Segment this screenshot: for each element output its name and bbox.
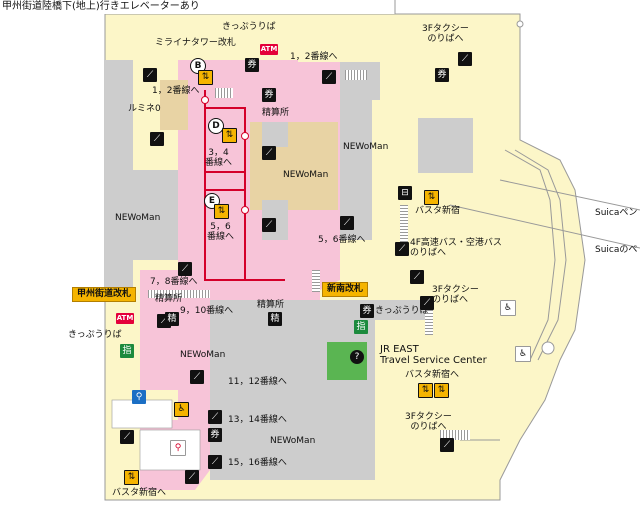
kippu-right-label: きっぷうりば [375, 306, 429, 316]
info-icon: ? [350, 350, 364, 364]
route-dot-3 [241, 206, 249, 214]
newoman-center-label: NEWoMan [283, 170, 329, 180]
plat910-label: 9，10番線へ [180, 306, 234, 316]
travel-center-en: Travel Service Center [380, 355, 487, 366]
stairs-koshu [148, 290, 210, 298]
ticket-machine-icon-taxi: 券 [435, 68, 449, 82]
escalator-icon-5: ⟋ [262, 218, 276, 232]
block-top-right [418, 118, 473, 173]
busta-mid-label: バスタ新宿 [415, 206, 461, 216]
plat56-right-label: 5，6番線へ [318, 235, 366, 245]
plat1112-label: 11，12番線へ [228, 377, 287, 387]
taxi-bottom-label: 3Fタクシー のりばへ [405, 412, 452, 432]
accessible-icon: ♿ [174, 402, 189, 417]
escalator-icon-7: ⟋ [178, 262, 192, 276]
seisan-left-label: 精算所 [155, 294, 183, 304]
seisan-top-label: 精算所 [262, 108, 290, 118]
kippu-top-label: きっぷうりば [222, 22, 276, 32]
taxi-mid-label: 3Fタクシー のりばへ [432, 285, 479, 305]
elevator-icon-d: ⇅ [222, 128, 237, 143]
busta-bottom-label: バスタ新宿へ [112, 488, 167, 498]
top-note: 甲州街道陸橋下(地上)行きエレベーターあり [2, 1, 200, 12]
atm-icon-left: ATM [116, 313, 134, 324]
elevator-icon-busta-mid: ⇅ [424, 190, 439, 205]
newoman-left-label: NEWoMan [115, 213, 161, 223]
escalator-icon-14: ⟋ [458, 52, 472, 66]
escalator-icon-2: ⟋ [322, 70, 336, 84]
ticket-machine-icon-right: 券 [360, 304, 374, 318]
elevator-icon-top: ⇅ [198, 70, 213, 85]
stairs-shinminami [312, 270, 320, 292]
stairs-mid-right [400, 205, 408, 245]
plat1314-label: 13，14番線へ [228, 415, 287, 425]
suica-bench-label: Suicaペン [595, 208, 638, 218]
seisan-icon-left: 精 [165, 312, 179, 326]
plat1516-label: 15，16番線へ [228, 458, 287, 468]
escalator-icon-4: ⟋ [262, 146, 276, 160]
stairs-right [440, 430, 470, 440]
plat12-left-label: 1，2番線へ [152, 86, 200, 96]
elevator-icon-e: ⇅ [214, 204, 229, 219]
bus-icon: ⊟ [398, 186, 412, 200]
ticket-machine-icon-top: 券 [245, 58, 259, 72]
marker-d: D [208, 118, 224, 134]
route-dot-2 [241, 132, 249, 140]
newoman-right-label: NEWoMan [343, 142, 389, 152]
newoman-lower-label: NEWoMan [180, 350, 226, 360]
ticket-machine-icon-lower: 券 [208, 428, 222, 442]
plat12-top-label: 1，2番線へ [290, 52, 338, 62]
seisan-mid-label: 精算所 [257, 300, 285, 310]
travel-center-jp: JR EAST [380, 344, 419, 355]
escalator-icon-13: ⟋ [185, 470, 199, 484]
newoman-bottom-label: NEWoMan [270, 436, 316, 446]
escalator-icon-16: ⟋ [420, 296, 434, 310]
busta-right-label: バスタ新宿へ [405, 370, 460, 380]
route-dot-1 [201, 96, 209, 104]
plat34-label: 3，4 番線へ [205, 148, 233, 168]
elevator-icon-busta-right-2: ⇅ [434, 383, 449, 398]
left-building [105, 60, 133, 290]
stairs-top-2 [345, 70, 367, 80]
shinminami-gate: 新南改札 [322, 282, 369, 297]
plat78-label: 7，8番線へ [150, 277, 198, 287]
escalator-icon-17: ⟋ [440, 438, 454, 452]
lumine-label: ルミネ0 [128, 104, 161, 114]
accessible-toilet-icon-right-2: ♿ [515, 346, 531, 362]
top-area [0, 0, 395, 14]
shitei-icon-left: 指 [120, 344, 134, 358]
escalator-icon-3: ⟋ [150, 132, 164, 146]
escalator-icon-18: ⟋ [395, 242, 409, 256]
stairs-lower-right [425, 300, 433, 335]
plat56-left-label: 5，6 番線へ [207, 222, 235, 242]
escalator-icon-11: ⟋ [120, 430, 134, 444]
accessible-toilet-icon-right: ♿ [500, 300, 516, 316]
seisan-icon-mid: 精 [268, 312, 282, 326]
restroom-icon-lower: ⚲ [170, 440, 186, 456]
shitei-icon-right: 指 [354, 320, 368, 334]
lower-building [210, 300, 375, 480]
escalator-icon-6: ⟋ [340, 216, 354, 230]
elevator-icon-bottom: ⇅ [124, 470, 139, 485]
suica-pe-label: Suicaのペ [595, 245, 638, 255]
shop-lumine [160, 80, 188, 130]
escalator-icon-10: ⟋ [208, 410, 222, 424]
ticket-machine-icon-mid: 券 [262, 88, 276, 102]
elevator-icon-busta-right-1: ⇅ [418, 383, 433, 398]
route-lines [204, 90, 285, 281]
escalator-icon-1: ⟋ [143, 68, 157, 82]
escalator-icon-15: ⟋ [410, 270, 424, 284]
escalator-icon-12: ⟋ [208, 455, 222, 469]
escalator-icon-9: ⟋ [190, 370, 204, 384]
stairs-top-1 [215, 88, 233, 98]
koshu-gate: 甲州街道改札 [72, 287, 137, 302]
mirai-gate-label: ミライナタワー改札 [155, 38, 236, 48]
taxi-topright-label: 3Fタクシー のりばへ [422, 24, 469, 44]
atm-icon-top: ATM [260, 44, 278, 55]
restroom-icon: ⚲ [132, 390, 146, 404]
bus4f-label: 4F高速バス・空港バス のりばへ [410, 238, 502, 258]
kippu-left-label: きっぷうりば [68, 330, 122, 340]
